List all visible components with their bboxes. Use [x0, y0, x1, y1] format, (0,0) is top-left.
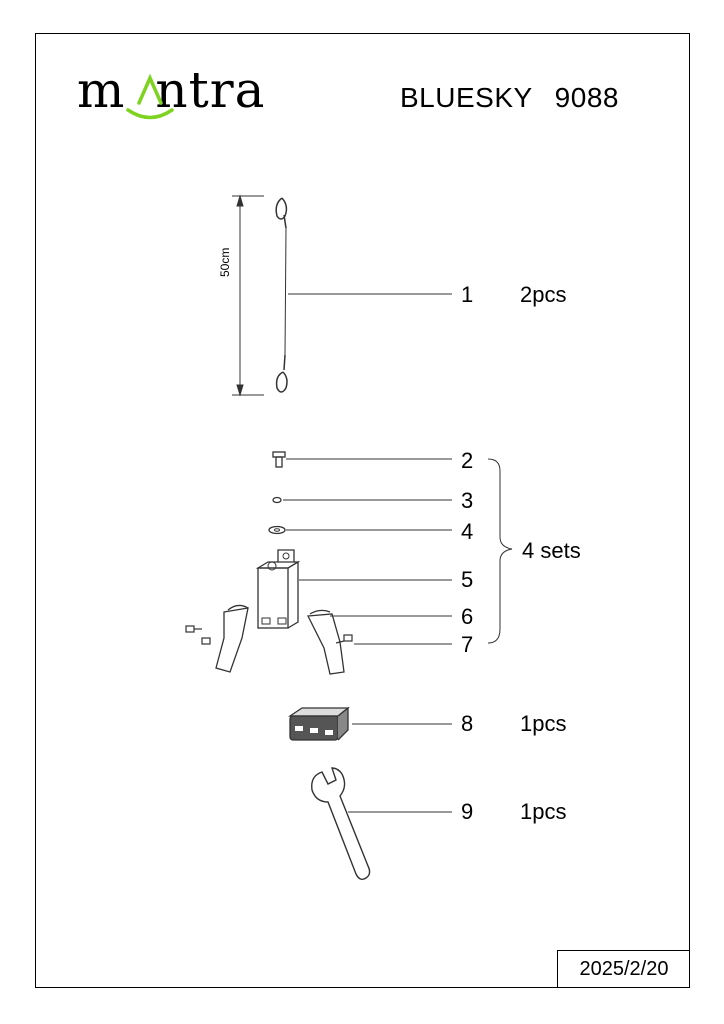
part-number-5: 5 — [461, 567, 474, 592]
logo-text-left: m — [77, 61, 126, 119]
part-number-6: 6 — [461, 604, 474, 629]
small-screw-icon — [185, 625, 452, 645]
model-name: BLUESKY — [400, 82, 533, 113]
suspension-wire-icon — [232, 194, 452, 397]
part-number-3: 3 — [461, 488, 474, 513]
group-bracket — [487, 458, 513, 644]
date-box: 2025/2/20 — [557, 950, 690, 988]
logo-a-icon — [126, 73, 174, 120]
part-number-8: 8 — [461, 711, 474, 736]
screw-icon — [272, 451, 452, 468]
washer-icon — [268, 525, 452, 535]
group-qty: 4 sets — [522, 538, 581, 563]
nut-icon — [272, 496, 452, 504]
part-qty-8: 1pcs — [520, 711, 567, 736]
part-number-9: 9 — [461, 799, 474, 824]
model-number: 9088 — [554, 82, 619, 113]
model-title: BLUESKY 9088 — [400, 82, 619, 114]
terminal-connector-icon — [287, 706, 452, 741]
page-frame — [35, 33, 690, 988]
part-qty-9: 1pcs — [520, 799, 567, 824]
wrench-icon — [311, 767, 452, 881]
part-number-2: 2 — [461, 448, 474, 473]
spring-clip-icon — [215, 604, 452, 675]
part-number-4: 4 — [461, 519, 474, 544]
part-number-7: 7 — [461, 632, 474, 657]
date-text: 2025/2/20 — [579, 958, 669, 980]
part-number-1: 1 — [461, 282, 474, 307]
mounting-block-icon — [255, 549, 452, 629]
part-qty-1: 2pcs — [520, 282, 567, 307]
